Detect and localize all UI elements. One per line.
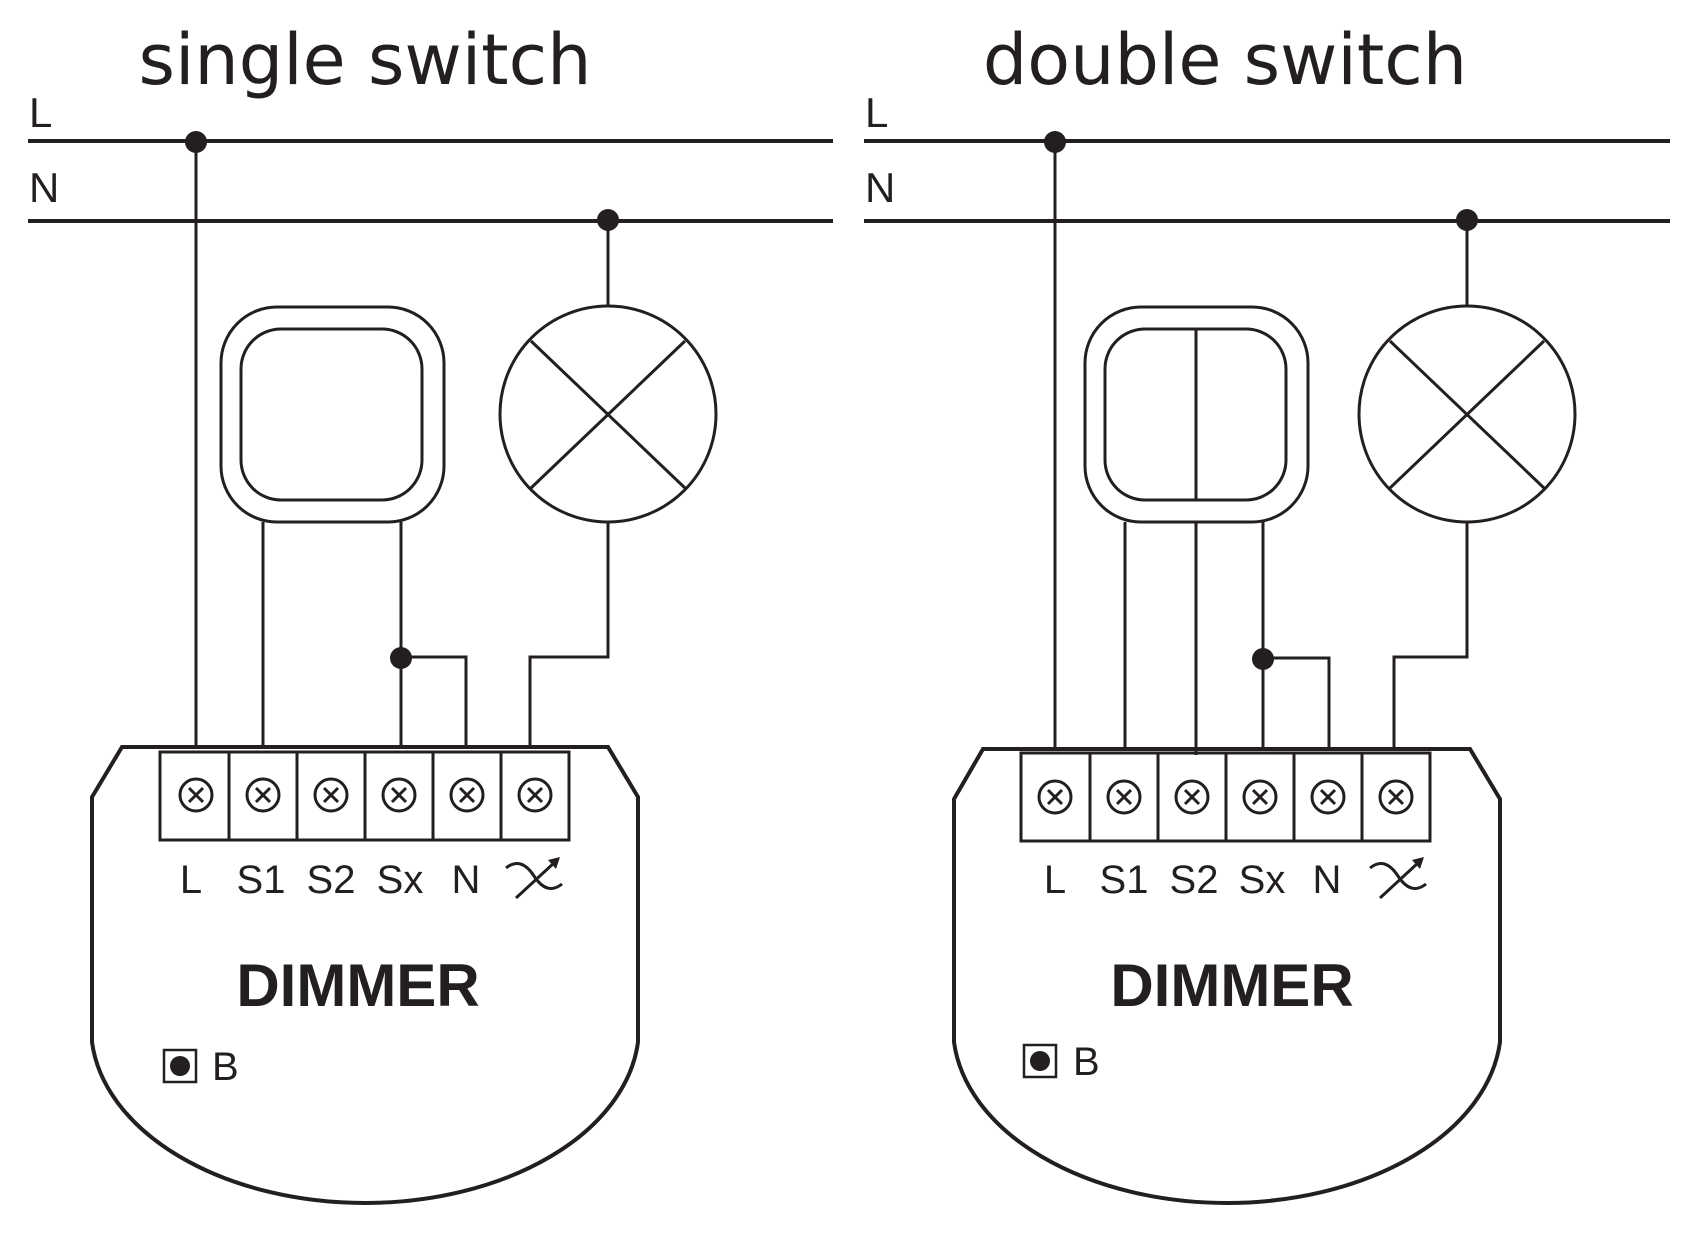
dimmer-module-body (90, 745, 640, 1205)
dimmer-module-body (952, 747, 1502, 1205)
panel-double-switch: double switch L N (864, 19, 1670, 1205)
b-button-dot (170, 1056, 190, 1076)
terminal-label-s2: S2 (1170, 858, 1219, 902)
dimmed-output-icon (505, 857, 563, 900)
double-push-button-switch (1083, 305, 1310, 524)
lamp-symbol (1357, 304, 1577, 524)
terminal-label-l: L (1044, 858, 1066, 902)
b-button-label: B (1073, 1040, 1100, 1084)
b-button-frame (1022, 1043, 1058, 1079)
terminal-block (158, 750, 571, 842)
terminal-screw-icon (1242, 779, 1278, 815)
lamp-output-wire (528, 522, 610, 748)
neutral-junction-dot (597, 209, 619, 231)
terminal-block (1019, 751, 1432, 843)
terminal-screw-icon (517, 777, 553, 813)
b-button-label: B (212, 1045, 239, 1089)
terminal-screw-icon (1037, 779, 1073, 815)
terminal-screw-icon (1106, 779, 1142, 815)
live-junction-dot (185, 131, 207, 153)
terminal-label-s2: S2 (307, 858, 356, 902)
b-button[interactable]: B (1022, 1040, 1100, 1084)
lamp-output-wire (1392, 522, 1469, 748)
terminal-screw-icon (1174, 779, 1210, 815)
lamp-symbol (498, 304, 718, 524)
b-button-frame (162, 1048, 198, 1084)
module-name: DIMMER (1110, 952, 1353, 1019)
sx-to-n-wire (1263, 656, 1331, 748)
terminal-label-n: N (452, 858, 481, 902)
bus-label-n: N (865, 164, 895, 211)
module-name: DIMMER (236, 952, 479, 1019)
neutral-junction-dot (1456, 209, 1478, 231)
terminal-label-s1: S1 (237, 858, 286, 902)
terminal-screw-icon (1378, 779, 1414, 815)
terminal-screw-icon (449, 777, 485, 813)
terminal-screw-icon (313, 777, 349, 813)
terminal-screw-icon (381, 777, 417, 813)
terminal-label-l: L (180, 858, 202, 902)
dimmed-output-icon (1369, 857, 1427, 900)
b-button[interactable]: B (162, 1045, 239, 1089)
bus-label-l: L (29, 89, 52, 136)
push-button-switch (219, 305, 446, 524)
terminal-screw-icon (1310, 779, 1346, 815)
terminal-label-s1: S1 (1100, 858, 1149, 902)
terminal-label-n: N (1313, 858, 1342, 902)
b-button-dot (1030, 1051, 1050, 1071)
terminal-screw-icon (245, 777, 281, 813)
panel-title: single switch (139, 19, 592, 101)
sx-to-n-wire (401, 655, 468, 748)
bus-label-l: L (865, 89, 888, 136)
terminal-label-sx: Sx (1239, 858, 1286, 902)
panel-single-switch: single switch L N (28, 19, 833, 1205)
bus-label-n: N (29, 164, 59, 211)
terminal-screw-icon (178, 777, 214, 813)
terminal-label-sx: Sx (377, 858, 424, 902)
live-junction-dot (1044, 131, 1066, 153)
panel-title: double switch (983, 19, 1467, 101)
